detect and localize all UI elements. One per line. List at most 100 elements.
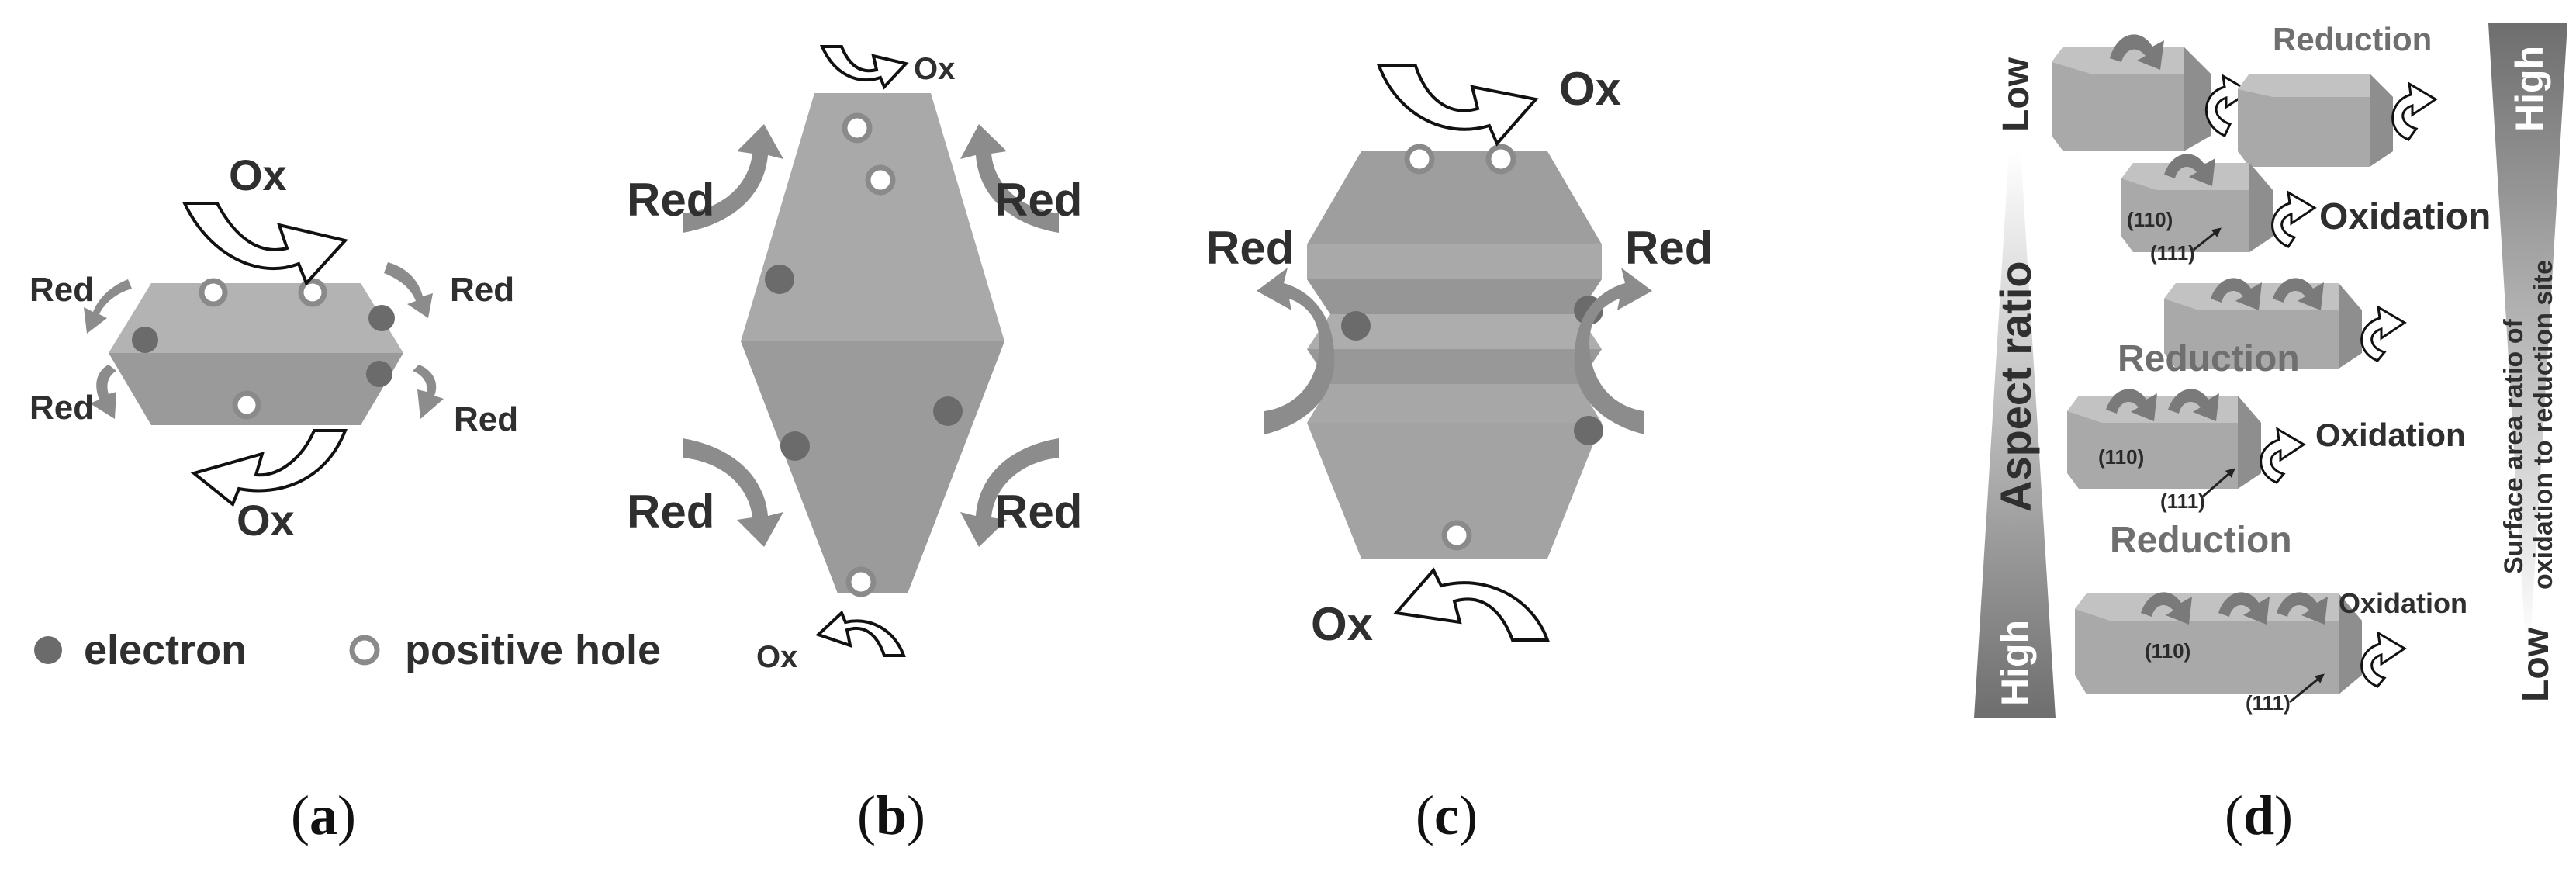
red-arrow-a-tr [384, 262, 433, 318]
crystal-a-top [109, 283, 403, 353]
ox-arrow-d2a [2360, 305, 2407, 362]
face-110-d3: (110) [2145, 639, 2190, 663]
electron-b3 [933, 396, 963, 426]
hole-a1 [199, 278, 228, 307]
electron-c3 [1574, 416, 1603, 445]
electron-a1 [132, 327, 158, 353]
crystal-a-bottom [109, 353, 403, 425]
crystal-b-upper [741, 93, 1004, 341]
red-arrow-a-br [413, 365, 444, 419]
hole-b2 [865, 164, 896, 196]
crystal-d-row1a [2052, 47, 2211, 151]
ox-label-c-bottom: Ox [1311, 598, 1373, 650]
red-label-a-tr: Red [450, 271, 514, 309]
surface-high-label: High [2508, 46, 2551, 132]
hole-a3 [232, 390, 261, 420]
ox-label-a-top: Ox [229, 151, 287, 199]
red-arrow-d2a2 [2273, 278, 2324, 310]
caption-c: (c) [1416, 784, 1478, 846]
crystal-c-band-3 [1307, 314, 1602, 349]
face-110-d1: (110) [2127, 208, 2173, 231]
reduction-label-d2: Reduction [2118, 338, 2300, 379]
crystal-c-top [1307, 151, 1602, 244]
red-label-b-tl: Red [627, 174, 714, 226]
red-arrow-a-bl [90, 365, 116, 419]
red-arrow-b-bl [683, 438, 783, 547]
surface-axis-label-1: Surface area ratio of [2499, 319, 2529, 574]
red-arrow-d1c [2164, 154, 2215, 186]
red-arrow-b-tr [960, 124, 1059, 233]
electron-a2 [368, 305, 395, 331]
crystal-c-band-1 [1307, 244, 1602, 279]
pointer-d2 [2202, 468, 2235, 498]
crystal-c-band-2 [1307, 279, 1602, 314]
oxidation-label-d2: Oxidation [2315, 417, 2466, 453]
red-label-a-br: Red [454, 400, 518, 438]
ox-arrow-d1c [2271, 190, 2317, 248]
aspect-high-label: High [1993, 620, 2037, 706]
caption-a: (a) [291, 784, 356, 846]
red-arrow-d3c [2277, 592, 2328, 625]
ox-arrow-c-bottom [1393, 567, 1550, 642]
panel-b: Ox Ox Red Red Red Red (b) [627, 45, 1082, 846]
electron-b2 [780, 431, 810, 461]
pointer-d3 [2289, 673, 2325, 704]
ox-arrow-d1b [2391, 81, 2438, 141]
crystal-d-row1b [2238, 74, 2393, 167]
oxidation-label-d1: Oxidation [2319, 196, 2491, 237]
red-arrow-c-right [1574, 268, 1652, 434]
panel-c: Ox Ox Red Red (c) [1206, 63, 1713, 846]
surface-ratio-wedge [2488, 23, 2567, 644]
legend-electron-label: electron [84, 627, 247, 673]
reduction-label-d3: Reduction [2110, 520, 2292, 561]
hole-c1 [1404, 144, 1435, 175]
face-110-d2: (110) [2098, 445, 2144, 469]
hole-b1 [842, 112, 873, 144]
pointer-d1 [2193, 227, 2222, 251]
ox-label-c-top: Ox [1559, 63, 1621, 115]
ox-arrow-c-top [1377, 64, 1539, 147]
red-arrow-d2b2 [2168, 389, 2219, 421]
aspect-ratio-wedge [1974, 151, 2056, 718]
ox-arrow-a-bottom [190, 429, 348, 507]
hole-c2 [1485, 144, 1516, 175]
hole-b3 [845, 566, 877, 597]
electron-c1 [1341, 311, 1371, 341]
legend-electron-dot [34, 636, 62, 664]
crystal-c-band-5 [1307, 384, 1602, 423]
legend-hole-label: positive hole [405, 627, 661, 673]
red-arrow-b-tl [683, 124, 783, 233]
crystal-c-bottom [1307, 423, 1602, 559]
crystal-c-band-4 [1307, 349, 1602, 384]
red-arrow-c-left [1257, 268, 1335, 434]
red-label-a-tl: Red [29, 271, 94, 309]
legend-hole-dot [349, 635, 380, 666]
electron-b1 [765, 265, 794, 294]
surface-axis-label-2: oxidation to reduction site [2529, 260, 2558, 590]
panel-d: Low Aspect ratio High High Surface area … [1974, 21, 2567, 846]
hole-a2 [298, 278, 327, 307]
red-arrow-d3a [2141, 592, 2192, 625]
red-label-b-tr: Red [994, 174, 1082, 226]
caption-b: (b) [857, 784, 925, 846]
face-111-d1: (111) [2150, 241, 2195, 265]
ox-arrow-b-bottom [815, 610, 906, 657]
crystal-d-row2b [2067, 396, 2261, 489]
ox-arrow-d2b [2260, 427, 2306, 484]
ox-label-b-bottom: Ox [756, 640, 797, 674]
face-111-d2: (111) [2160, 490, 2205, 513]
red-label-a-bl: Red [29, 389, 94, 427]
ox-label-a-bottom: Ox [237, 496, 295, 545]
red-label-b-br: Red [994, 486, 1082, 538]
red-label-c-right: Red [1625, 222, 1713, 274]
crystal-b-lower [741, 341, 1004, 593]
ox-arrow-b-top [819, 45, 909, 90]
red-arrow-d1a [2110, 34, 2164, 70]
red-arrow-d2a1 [2211, 278, 2262, 310]
ox-arrow-d3 [2360, 631, 2407, 688]
aspect-low-label: Low [1996, 57, 2037, 132]
hole-c3 [1441, 520, 1472, 551]
ox-label-b-top: Ox [914, 52, 955, 86]
reduction-label-d1: Reduction [2273, 21, 2432, 57]
red-label-b-bl: Red [627, 486, 714, 538]
